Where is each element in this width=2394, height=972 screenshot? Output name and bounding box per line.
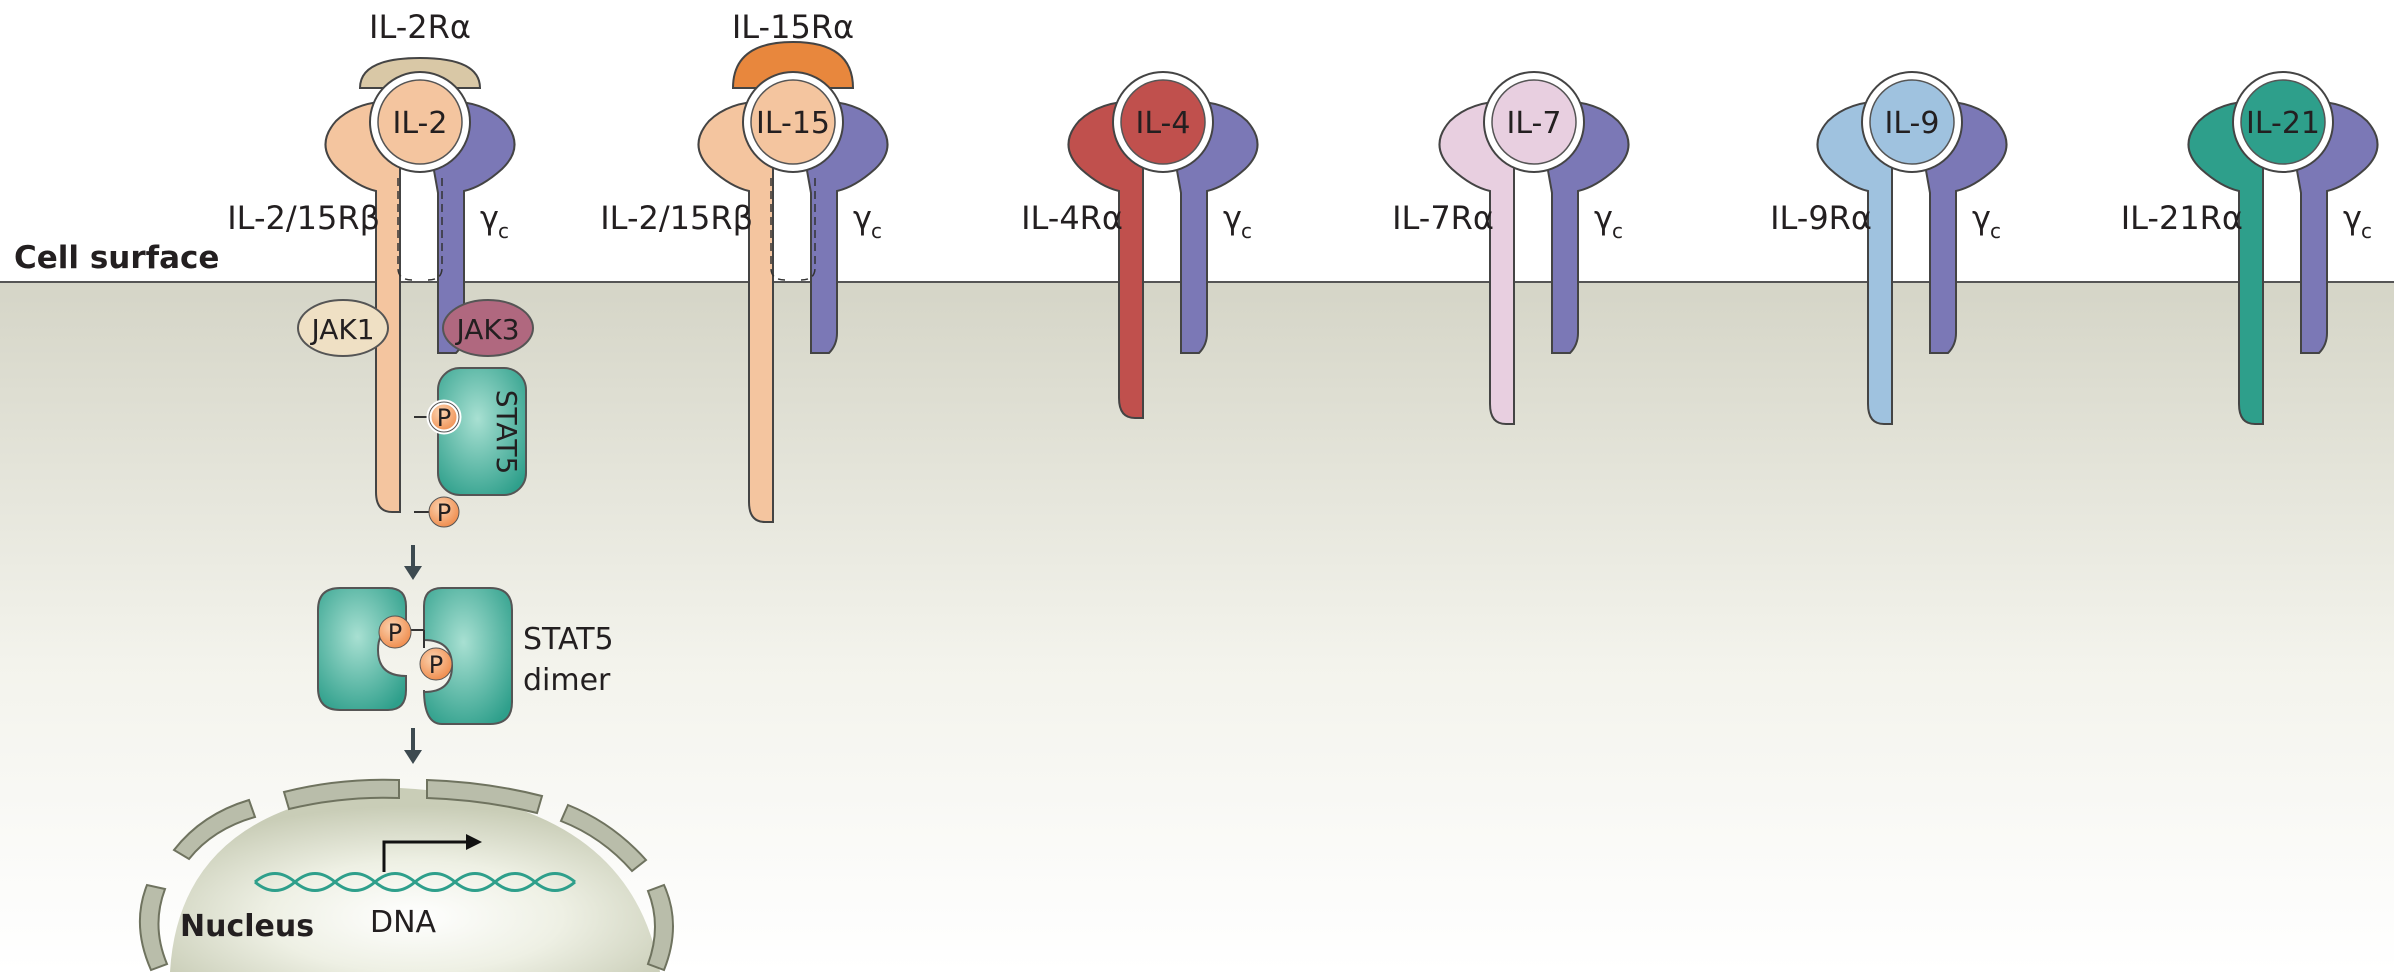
cytokine-label: IL-15 (756, 106, 830, 141)
svg-text:P: P (437, 499, 451, 527)
nucleus-label: Nucleus (180, 909, 314, 944)
jak1-kinase (297, 299, 389, 357)
cytokine-label: IL-4 (1136, 106, 1191, 141)
jak3-label: JAK3 (454, 313, 519, 346)
cytokine-label: IL-7 (1507, 106, 1562, 141)
gamma-c-label: γ (1972, 199, 1991, 237)
svg-text:c: c (1241, 219, 1252, 243)
alpha-chain (1438, 100, 1533, 425)
svg-text:P: P (437, 404, 451, 432)
stat5-label: STAT5 (490, 390, 523, 475)
gamma-c-label: γ (1594, 199, 1613, 237)
cytokine-label: IL-2 (393, 106, 448, 141)
alpha-chain (1816, 100, 1911, 425)
svg-text:P: P (388, 619, 402, 647)
alpha-chain (2187, 100, 2282, 425)
gamma-c-label: γ (1223, 199, 1242, 237)
il2-signalling: JAK1 JAK3 STAT5 P P P P STAT5 dimer (297, 299, 614, 764)
stat5-dimer: P P (317, 587, 513, 725)
phospho-group (428, 496, 460, 528)
alpha-chain-label: IL-2/15Rβ (227, 199, 380, 237)
gamma-c-label: γ (480, 199, 499, 237)
nucleus: Nucleus DNA (138, 778, 674, 972)
top-subunit-label: IL-2Rα (369, 8, 471, 46)
alpha-chain (697, 100, 792, 523)
gamma-c-label: γ (2343, 199, 2362, 237)
stat5-dimer-label-2: dimer (523, 663, 611, 698)
jak3-kinase (442, 299, 534, 357)
alpha-chain-label: IL-9Rα (1770, 199, 1872, 237)
alpha-chain (324, 100, 419, 513)
cell-surface-label: Cell surface (14, 240, 219, 276)
svg-text:P: P (429, 651, 443, 679)
il15ralpha-subunit (731, 40, 855, 89)
top-subunit-label: IL-15Rα (732, 8, 854, 46)
svg-text:c: c (498, 219, 509, 243)
svg-text:c: c (871, 219, 882, 243)
svg-text:c: c (1612, 219, 1623, 243)
stat5-dimer-label: STAT5 (523, 622, 614, 657)
gamma-c-label: γ (853, 199, 872, 237)
jak1-label: JAK1 (309, 313, 374, 346)
svg-text:c: c (2361, 219, 2372, 243)
alpha-chain-label: IL-4Rα (1021, 199, 1123, 237)
dna-label: DNA (370, 905, 437, 940)
alpha-chain-label: IL-7Rα (1392, 199, 1494, 237)
alpha-chain (1067, 100, 1162, 419)
alpha-chain-label: IL-21Rα (2121, 199, 2243, 237)
cytokine-label: IL-9 (1885, 106, 1940, 141)
alpha-chain-label: IL-2/15Rβ (600, 199, 753, 237)
svg-text:c: c (1990, 219, 2001, 243)
cytokine-label: IL-21 (2246, 106, 2320, 141)
